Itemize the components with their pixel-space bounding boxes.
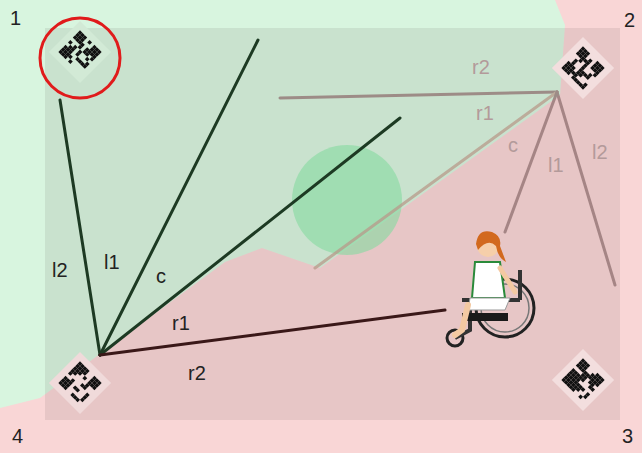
ray-label: l2 [52, 260, 68, 280]
highlight-circle [40, 18, 120, 98]
left-fan-lines [60, 40, 445, 355]
ray-label: r2 [472, 57, 490, 77]
ray-label: l1 [104, 252, 120, 272]
ray-label: l2 [592, 142, 608, 162]
ray-label: c [156, 266, 166, 286]
qr-markers [49, 21, 614, 414]
corner-number: 2 [624, 10, 635, 30]
qr-marker [552, 349, 614, 411]
ray-label: r1 [476, 103, 494, 123]
room-floor [45, 28, 620, 420]
ray-label: l1 [548, 155, 564, 175]
ray-label: r1 [172, 313, 190, 333]
qr-marker [49, 352, 111, 414]
right-fan-lines [280, 92, 615, 285]
qr-marker [552, 37, 614, 99]
ray-label: c [508, 135, 518, 155]
corner-number: 3 [622, 426, 633, 446]
ray-label: r2 [188, 363, 206, 383]
wheelchair-user [447, 231, 534, 346]
qr-marker [49, 21, 111, 83]
corner-number: 1 [10, 8, 21, 28]
corner-number: 4 [12, 426, 23, 446]
